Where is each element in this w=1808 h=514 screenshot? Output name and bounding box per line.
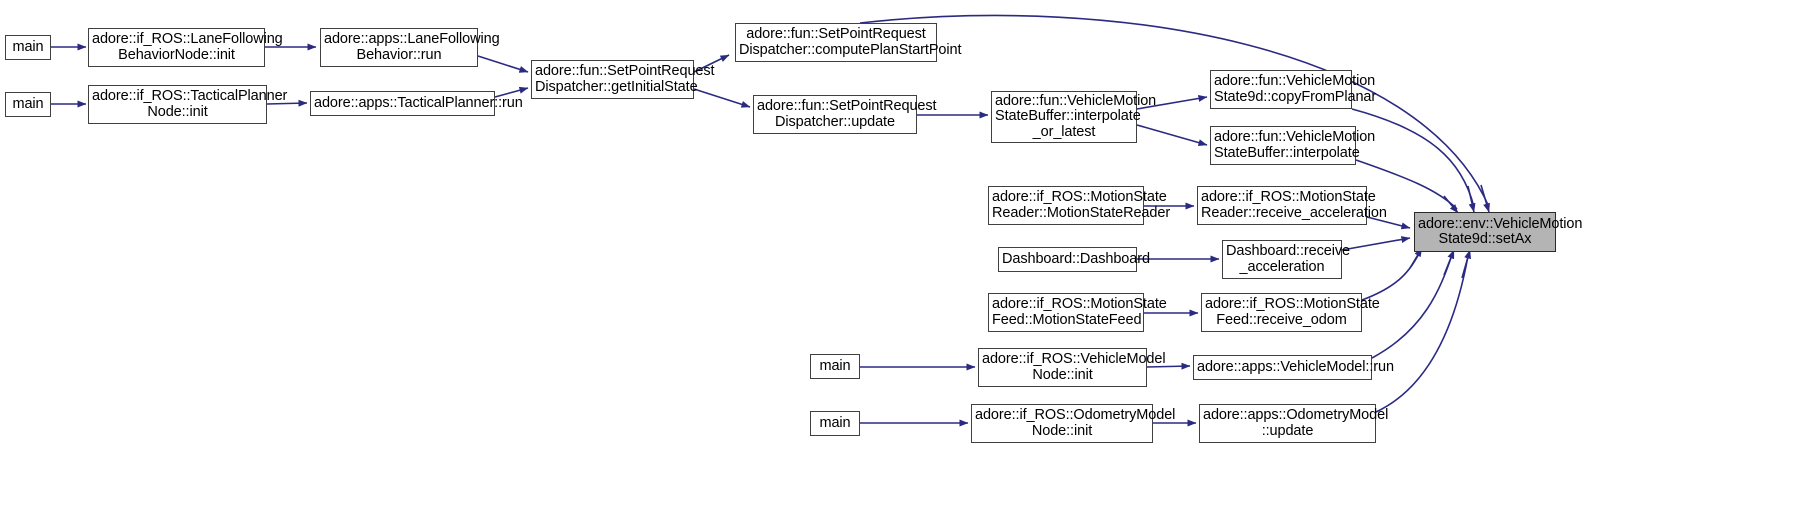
node-vehiclemodelnode-init[interactable]: adore::if_ROS::VehicleModel Node::init: [978, 348, 1166, 387]
node-label: adore::if_ROS::MotionState Reader::Motio…: [992, 189, 1171, 221]
node-label: adore::if_ROS::TacticalPlanner Node::ini…: [92, 88, 288, 120]
node-label: adore::fun::VehicleMotion StateBuffer::i…: [995, 92, 1157, 140]
node-vehiclemotionstatebuffer-interpolate-or-latest[interactable]: adore::fun::VehicleMotion StateBuffer::i…: [991, 91, 1157, 143]
node-label: adore::fun::SetPointRequest Dispatcher::…: [739, 26, 962, 58]
node-label: adore::if_ROS::LaneFollowing BehaviorNod…: [92, 31, 283, 63]
node-label: adore::apps::OdometryModel ::update: [1203, 407, 1389, 439]
node-vehiclemotionstatebuffer-interpolate[interactable]: adore::fun::VehicleMotion StateBuffer::i…: [1210, 126, 1376, 165]
node-tacticalplanner-run[interactable]: adore::apps::TacticalPlanner::run: [310, 91, 523, 116]
node-label: adore::if_ROS::MotionState Feed::MotionS…: [992, 296, 1167, 328]
node-label: adore::if_ROS::MotionState Feed::receive…: [1205, 296, 1380, 328]
node-label: main: [819, 414, 851, 431]
edge-laneFollowRun-getInitialState: [477, 55, 529, 73]
node-lanefollowingbehavior-run[interactable]: adore::apps::LaneFollowing Behavior::run: [320, 28, 500, 67]
node-main-3[interactable]: main: [810, 354, 860, 379]
node-odometrymodelnode-init[interactable]: adore::if_ROS::OdometryModel Node::init: [971, 404, 1176, 443]
node-motionstatereader-receive-acceleration[interactable]: adore::if_ROS::MotionState Reader::recei…: [1197, 186, 1387, 225]
node-label: adore::apps::TacticalPlanner::run: [314, 94, 523, 111]
node-label: adore::fun::VehicleMotion StateBuffer::i…: [1214, 129, 1376, 161]
node-main-1[interactable]: main: [5, 35, 51, 60]
node-motionstatereader-constructor[interactable]: adore::if_ROS::MotionState Reader::Motio…: [988, 186, 1171, 225]
node-main-2[interactable]: main: [5, 92, 51, 117]
edge-dashboardReceiveAcc-setAx: [1341, 236, 1411, 251]
node-motionstatefeed-receive-odom[interactable]: adore::if_ROS::MotionState Feed::receive…: [1201, 293, 1380, 332]
node-label: adore::apps::VehicleModel::run: [1197, 358, 1394, 375]
node-label: main: [12, 38, 44, 55]
node-dashboard-receive-acceleration[interactable]: Dashboard::receive _acceleration: [1222, 240, 1350, 279]
node-setpointrequestdispatcher-update[interactable]: adore::fun::SetPointRequest Dispatcher::…: [753, 95, 937, 134]
edge-odometryModelUpdate-setAx-head: [1461, 249, 1472, 279]
node-vehiclemotionstate9d-copyfromplanar[interactable]: adore::fun::VehicleMotion State9d::copyF…: [1210, 70, 1377, 109]
edge-vehicleModelRun-setAx-head: [1443, 249, 1455, 276]
edge-vehicleModelRun-setAx: [1371, 254, 1453, 359]
node-dashboard-constructor[interactable]: Dashboard::Dashboard: [998, 247, 1150, 272]
edge-odometryModelUpdate-setAx: [1375, 255, 1469, 413]
node-label: adore::fun::SetPointRequest Dispatcher::…: [535, 63, 715, 95]
node-odometrymodel-update[interactable]: adore::apps::OdometryModel ::update: [1199, 404, 1389, 443]
edge-getInitialState-sprUpdate: [693, 88, 751, 108]
node-label: adore::fun::SetPointRequest Dispatcher::…: [757, 98, 937, 130]
node-label: adore::if_ROS::OdometryModel Node::init: [975, 407, 1176, 439]
edge-interpolate-setAx-head: [1443, 195, 1459, 214]
edge-interpolateOrLatest-interpolate: [1136, 124, 1208, 147]
node-label: main: [12, 95, 44, 112]
node-vehiclemotionstate9d-setax[interactable]: adore::env::VehicleMotion State9d::setAx: [1414, 212, 1583, 252]
node-label: adore::env::VehicleMotion State9d::setAx: [1418, 215, 1583, 247]
edge-copyFromPlanar-setAx-head: [1467, 185, 1476, 213]
node-label: adore::if_ROS::MotionState Reader::recei…: [1201, 189, 1387, 221]
node-label: Dashboard::receive _acceleration: [1226, 243, 1350, 275]
node-setpointrequestdispatcher-getinitialstate[interactable]: adore::fun::SetPointRequest Dispatcher::…: [531, 60, 715, 99]
node-vehiclemodel-run[interactable]: adore::apps::VehicleModel::run: [1193, 355, 1394, 380]
node-tacticalplanner-node-init[interactable]: adore::if_ROS::TacticalPlanner Node::ini…: [88, 85, 288, 124]
edge-computePlanStart-setAx-head: [1480, 184, 1490, 213]
node-label: adore::fun::VehicleMotion State9d::copyF…: [1214, 73, 1377, 105]
edge-receiveOdom-setAx: [1361, 251, 1421, 301]
node-label: adore::if_ROS::VehicleModel Node::init: [982, 351, 1166, 383]
node-setpointrequestdispatcher-computeplanstartpoint[interactable]: adore::fun::SetPointRequest Dispatcher::…: [735, 23, 962, 62]
node-lanefollowing-behaviornode-init[interactable]: adore::if_ROS::LaneFollowing BehaviorNod…: [88, 28, 283, 67]
node-label: Dashboard::Dashboard: [1002, 250, 1150, 267]
node-label: main: [819, 357, 851, 374]
node-motionstatefeed-constructor[interactable]: adore::if_ROS::MotionState Feed::MotionS…: [988, 293, 1167, 332]
node-main-4[interactable]: main: [810, 411, 860, 436]
node-label: adore::apps::LaneFollowing Behavior::run: [324, 31, 500, 63]
